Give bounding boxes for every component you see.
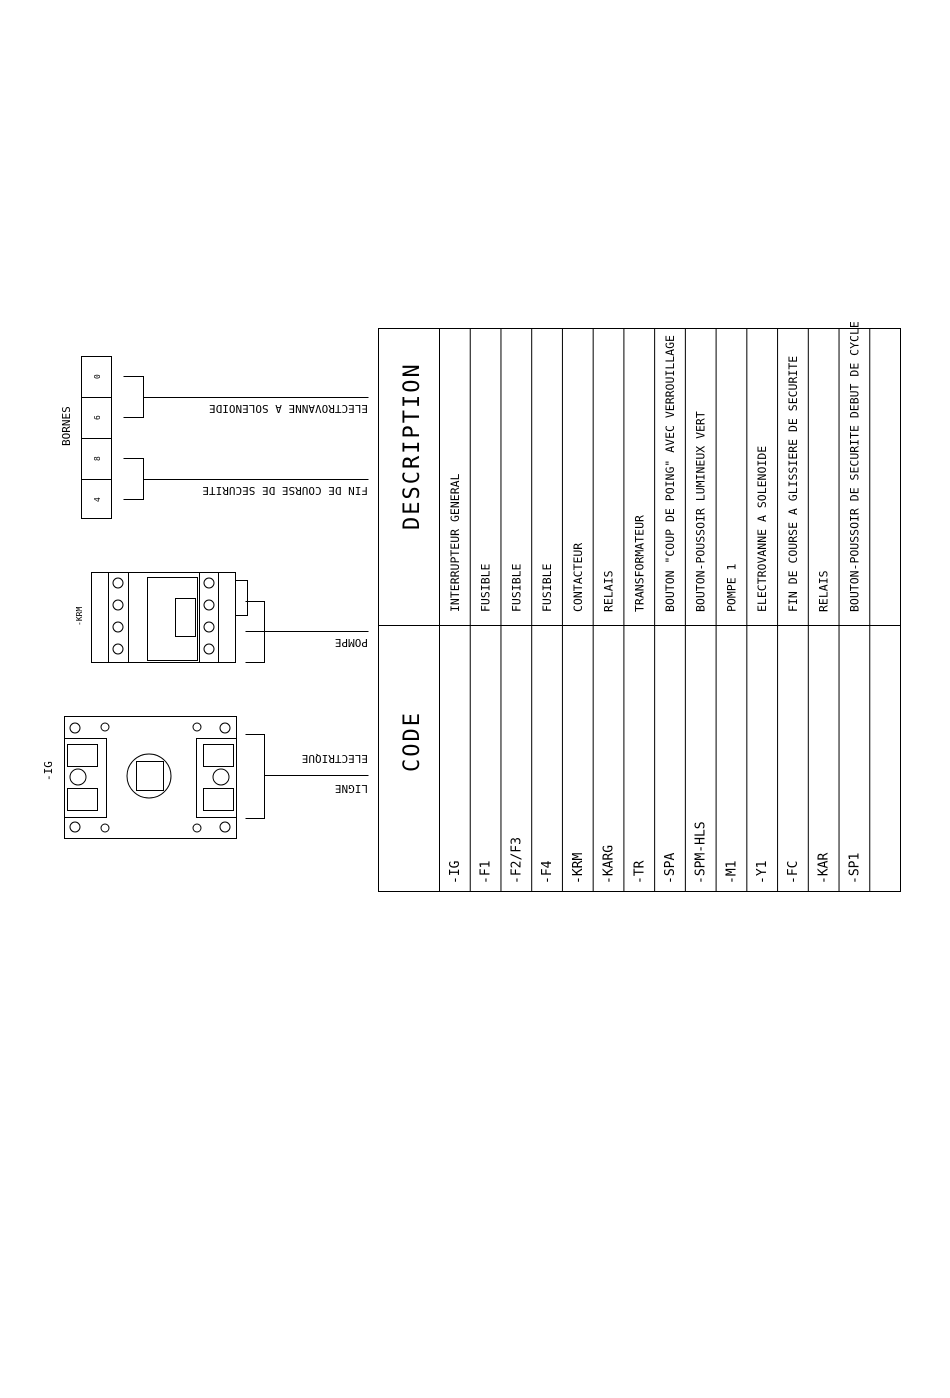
table-cell-description: POMPE 1 [724,563,738,612]
table-cell-description: BOUTON-POUSSOIR DE SECURITE DEBUT DE CYC… [847,321,861,612]
table-cell-description: FUSIBLE [540,563,554,612]
bornes-title: BORNES [60,406,73,446]
terminal-number: 6 [93,415,102,420]
main-switch-tag: -IG [42,761,55,781]
table-cell-description: TRANSFORMATEUR [632,515,646,612]
table-cell-description: FUSIBLE [509,563,523,612]
table-row-dividers [469,328,871,892]
table-cell-code: -SPM-HLS [694,821,709,884]
wire-electrovanne [123,376,369,418]
table-cell-code: -F2/F3 [509,837,524,884]
terminal-number: 8 [93,456,102,461]
table-cell-code: -SP1 [847,853,862,884]
table-cell-description: FUSIBLE [479,563,493,612]
table-cell-code: -KARG [602,845,617,884]
table-cell-code: -KAR [817,853,832,884]
terminal-number: 4 [93,497,102,502]
switch-pole-slots [67,744,234,811]
table-cell-code: -KRM [571,853,586,884]
label-electrique: ELECTRIQUE [302,752,368,765]
switch-left-block [64,738,107,818]
table-header-code: CODE [400,711,425,772]
table-cell-code: -F4 [540,860,555,884]
wire-pompe [245,601,369,663]
switch-right-block [196,738,237,818]
table-cell-description: RELAIS [602,570,616,612]
switch-knob-square [136,761,164,791]
contactor-screws [112,577,215,655]
wire-ligne [245,734,369,819]
label-fin-de-course: FIN DE COURSE DE SECURITE [202,484,368,497]
switch-body [64,716,237,839]
table-cell-code: -M1 [724,861,739,884]
terminal-number: 0 [93,374,102,379]
switch-knob [126,753,172,799]
label-pompe: POMPE [335,636,368,649]
contactor-aux-block [235,580,248,616]
table-cell-description: BOUTON-POUSSOIR LUMINEUX VERT [694,411,708,612]
table-cell-code: -SPA [663,853,678,884]
table-cell-description: RELAIS [817,570,831,612]
table-cell-code: -F1 [479,861,494,884]
component-table: DESCRIPTION CODE INTERRUPTEUR GENERAL -IG… [378,321,901,892]
contactor-krm: -KRM POMPE [75,572,369,663]
contactor-center [147,577,198,661]
contactor-window [175,598,196,637]
wire-fin-de-course [123,458,369,500]
table-cell-code: -FC [786,861,801,884]
table-cell-description: ELECTROVANNE A SOLENOIDE [755,446,769,612]
table-cell-description: FIN DE COURSE A GLISSIERE DE SECURITE [786,356,800,612]
contactor-tag: -KRM [75,607,84,626]
table-cell-description: CONTACTEUR [571,543,585,612]
table-cell-code: -Y1 [755,861,770,884]
terminal-block-bornes: BORNES 4 8 6 0 FIN DE COURSE DE SECURITE… [60,356,369,519]
table-border [378,328,901,892]
table-cell-code: -IG [448,860,463,884]
label-ligne: LIGNE [335,782,368,795]
label-electrovanne: ELECTROVANNE A SOLENOIDE [209,402,368,415]
table-header-description: DESCRIPTION [400,362,425,530]
table-cell-code: -TR [632,860,647,884]
terminal-strip [81,356,112,519]
table-rows: INTERRUPTEUR GENERAL -IG FUSIBLE -F1 FUSIBLE… [448,321,863,884]
table-cell-description: INTERRUPTEUR GENERAL [448,473,462,612]
contactor-body [91,572,236,663]
table-cell-description: BOUTON "COUP DE POING" AVEC VERROUILLAGE [663,335,677,612]
main-switch-ig: -IG ELECTRIQUE LIGNE [42,716,369,839]
switch-mounting-holes [69,722,231,833]
